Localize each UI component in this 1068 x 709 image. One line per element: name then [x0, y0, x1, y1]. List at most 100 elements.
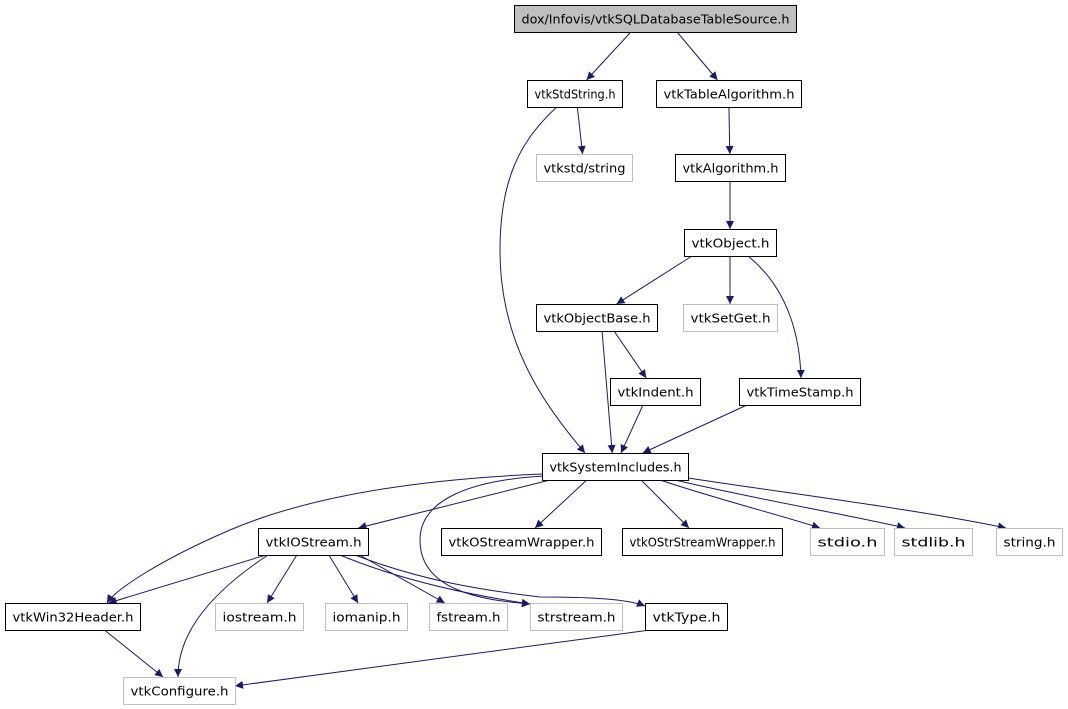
node-box [656, 80, 802, 108]
node-stdio: stdio.h [810, 528, 885, 556]
node-setget: vtkSetGet.h [683, 304, 778, 332]
edge-timestamp-to-sysinc [642, 404, 748, 454]
edge-objectbase-to-sysinc [601, 330, 616, 454]
node-stdlib: stdlib.h [894, 528, 973, 556]
node-label: stdlib.h [902, 536, 966, 550]
edge-sysinc-to-string [687, 477, 1007, 531]
node-box [542, 453, 689, 481]
edge-sysinc-to-strstream [419, 475, 546, 608]
node-label: vtkObject.h [692, 237, 770, 251]
edge-stdstring-to-vtkstdstring [576, 106, 586, 155]
node-box [675, 154, 786, 182]
edge-stdstring-to-sysinc [499, 106, 586, 454]
node-box [536, 304, 658, 332]
edge-iostreamh-to-type [354, 554, 646, 607]
edge-iostreamh-to-iomanip [328, 554, 359, 604]
node-box [536, 154, 633, 182]
node-objectbase[interactable]: vtkObjectBase.h [536, 304, 658, 332]
edge-iostreamh-to-configure [174, 554, 269, 678]
node-configure: vtkConfigure.h [123, 677, 236, 705]
node-label: vtkObjectBase.h [544, 312, 651, 326]
node-label: string.h [1004, 536, 1056, 550]
edge-sysinc-to-ostrstreamwrap [640, 479, 690, 529]
edge-object-to-timestamp [747, 255, 805, 379]
node-box [810, 528, 885, 556]
node-label: vtkStdString.h [535, 88, 616, 102]
node-box [514, 5, 797, 33]
node-box [683, 304, 778, 332]
node-box [429, 603, 508, 631]
node-algorithm[interactable]: vtkAlgorithm.h [675, 154, 786, 182]
edge-iostreamh-to-fstream [359, 554, 445, 604]
node-iostreamh[interactable]: vtkIOStream.h [258, 528, 369, 556]
node-label: vtkOStreamWrapper.h [449, 536, 595, 550]
node-box [996, 528, 1063, 556]
node-vtkstdstring: vtkstd/string [536, 154, 633, 182]
node-iomanip: iomanip.h [325, 603, 408, 631]
node-label: vtkAlgorithm.h [683, 162, 779, 176]
node-box [215, 603, 304, 631]
node-box [527, 80, 623, 108]
node-label: vtkTimeStamp.h [747, 386, 854, 400]
edge-sysinc-to-win32 [106, 473, 543, 604]
node-label: vtkConfigure.h [131, 685, 229, 699]
node-label: fstream.h [437, 611, 501, 625]
node-tablealg[interactable]: vtkTableAlgorithm.h [656, 80, 802, 108]
node-box [441, 528, 602, 556]
node-label: vtkTableAlgorithm.h [664, 88, 795, 102]
node-fstream: fstream.h [429, 603, 508, 631]
node-label: vtkSystemIncludes.h [550, 461, 682, 475]
node-label: vtkstd/string [544, 162, 626, 176]
node-label: strstream.h [538, 611, 616, 625]
edge-object-to-objectbase [616, 255, 693, 305]
node-ostrstreamwrap[interactable]: vtkOStrStreamWrapper.h [622, 528, 783, 556]
node-label: vtkSetGet.h [691, 312, 771, 326]
node-box [622, 528, 783, 556]
node-label: dox/Infovis/vtkSQLDatabaseTableSource.h [522, 13, 790, 27]
edge-root-to-tablealg [676, 31, 718, 81]
node-box [258, 528, 369, 556]
node-iostream: iostream.h [215, 603, 304, 631]
edge-type-to-configure [234, 629, 651, 689]
node-label: vtkOStrStreamWrapper.h [630, 536, 776, 550]
node-timestamp[interactable]: vtkTimeStamp.h [739, 378, 861, 406]
node-indent[interactable]: vtkIndent.h [610, 378, 701, 406]
node-box [5, 603, 141, 631]
edge-sysinc-to-stdlib [674, 479, 906, 531]
node-box [739, 378, 861, 406]
node-box [123, 677, 236, 705]
edge-win32-to-configure [104, 629, 164, 678]
node-ostreamwrap[interactable]: vtkOStreamWrapper.h [441, 528, 602, 556]
node-stdstring[interactable]: vtkStdString.h [527, 80, 623, 108]
node-box [894, 528, 973, 556]
edge-sysinc-to-ostreamwrap [534, 479, 588, 529]
edge-sysinc-to-stdio [659, 479, 821, 530]
edge-iostreamh-to-strstream [339, 554, 531, 607]
node-label: vtkType.h [653, 611, 721, 625]
node-label: vtkWin32Header.h [13, 611, 134, 625]
node-sysinc[interactable]: vtkSystemIncludes.h [542, 453, 689, 481]
node-box [530, 603, 623, 631]
node-box [684, 229, 777, 257]
edge-iostreamh-to-win32 [108, 554, 267, 605]
edge-tablealg-to-algorithm [725, 106, 734, 155]
node-label: stdio.h [818, 536, 878, 550]
node-box [610, 378, 701, 406]
node-string: string.h [996, 528, 1063, 556]
edge-objectbase-to-indent [613, 330, 647, 379]
edge-sysinc-to-iostreamh [358, 479, 551, 530]
node-label: iomanip.h [333, 611, 401, 625]
node-box [645, 603, 728, 631]
node-win32[interactable]: vtkWin32Header.h [5, 603, 141, 631]
edge-indent-to-sysinc [620, 404, 644, 454]
node-object[interactable]: vtkObject.h [684, 229, 777, 257]
edge-iostreamh-to-iostream [266, 554, 298, 604]
node-label: iostream.h [223, 611, 297, 625]
node-strstream: strstream.h [530, 603, 623, 631]
node-type[interactable]: vtkType.h [645, 603, 728, 631]
node-label: vtkIndent.h [618, 386, 694, 400]
node-root[interactable]: dox/Infovis/vtkSQLDatabaseTableSource.h [514, 5, 797, 33]
node-box [325, 603, 408, 631]
edge-root-to-stdstring [586, 31, 632, 81]
node-label: vtkIOStream.h [266, 536, 362, 550]
